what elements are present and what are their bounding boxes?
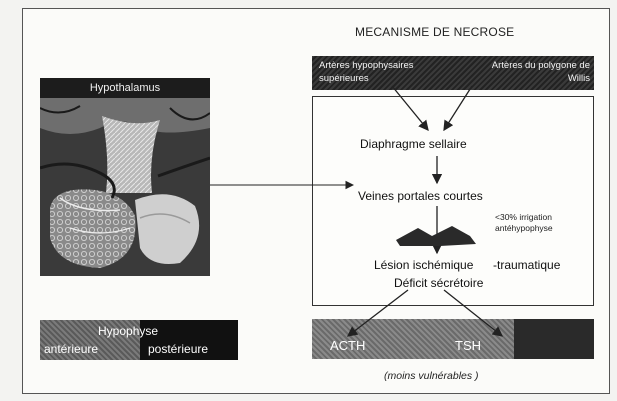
arrow-tsh [444,290,502,336]
ischemia-cloud-icon [396,226,476,246]
arrow-arteres-1 [392,86,428,130]
arrow-acth [348,290,408,336]
arrow-arteres-2 [444,86,472,130]
